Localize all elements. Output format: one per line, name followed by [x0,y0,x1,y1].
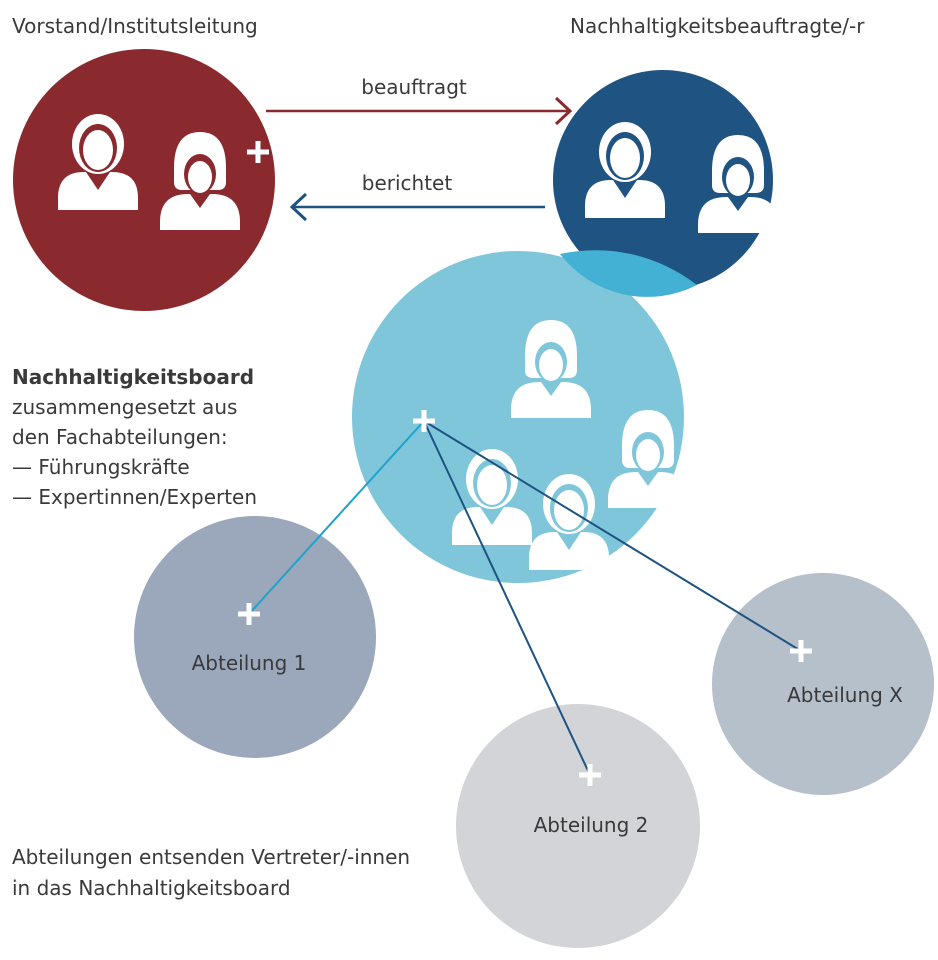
arrow-left-icon [289,192,545,222]
line-board-dept1 [248,420,425,615]
assigns-label: beauftragt [361,75,467,99]
department-2-circle [456,704,700,948]
officer-circle [553,70,773,290]
arrow-right-icon [266,96,573,126]
board-line-4: — Expertinnen/Experten [12,485,258,509]
department-1-circle [134,516,376,758]
executive-circle [13,49,275,311]
note-line-2: in das Nachhaltigkeitsboard [12,876,291,900]
department-x-circle [712,573,934,795]
department-2-label: Abteilung 2 [534,813,649,837]
board-title: Nachhaltigkeitsboard [12,365,255,389]
board-line-1: zusammengesetzt aus [12,395,238,419]
overlap-area [560,250,697,297]
note-line-1: Abteilungen entsenden Vertreter/-innen [12,845,411,869]
board-description: Nachhaltigkeitsboard zusammengesetzt aus… [12,362,257,512]
executive-title: Vorstand/Institutsleitung [12,14,258,38]
officer-title: Nachhaltigkeitsbeauftragte/-r [570,14,865,38]
department-note: Abteilungen entsenden Vertreter/-innen i… [12,842,410,904]
board-line-3: — Führungskräfte [12,455,190,479]
line-board-deptx [423,420,802,652]
department-x-label: Abteilung X [787,683,903,707]
board-line-2: den Fachabteilungen: [12,425,228,449]
line-board-dept2 [423,420,591,776]
department-1-label: Abteilung 1 [192,651,307,675]
reports-label: berichtet [362,171,453,195]
